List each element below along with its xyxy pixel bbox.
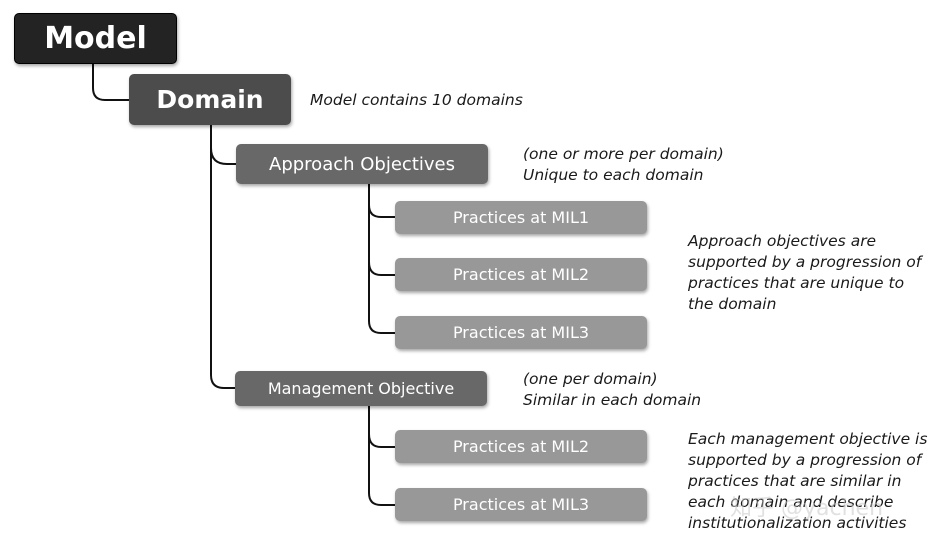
management-support-note: Each management objective is supported b… (688, 429, 927, 534)
note-line: Each management objective is (688, 430, 928, 448)
management-note: (one per domain) Similar in each domain (523, 369, 701, 411)
practice-label: Practices at MIL3 (452, 495, 590, 514)
management-practice-mil3-box: Practices at MIL3 (395, 488, 647, 521)
note-line: practices that are similar in (688, 472, 902, 490)
note-line: (one or more per domain) (523, 145, 724, 163)
approach-practice-mil1-box: Practices at MIL1 (395, 201, 647, 234)
management-objective-box: Management Objective (235, 371, 487, 406)
management-objective-label: Management Objective (267, 379, 455, 398)
watermark: 知乎 @yachen (730, 496, 884, 521)
connector-approach-mil1 (368, 204, 395, 218)
domain-label: Domain (156, 85, 264, 114)
note-line: supported by a progression of (688, 451, 922, 469)
domain-box: Domain (129, 74, 291, 125)
note-line: the domain (688, 295, 777, 313)
connector-management-mil2 (368, 433, 395, 448)
note-line: each domain and describe (688, 493, 894, 511)
practice-label: Practices at MIL2 (452, 265, 590, 284)
note-line: institutionalization activities (688, 514, 907, 532)
approach-objectives-label: Approach Objectives (269, 153, 455, 175)
note-line: Approach objectives are (688, 232, 877, 250)
note-line: practices that are unique to (688, 274, 905, 292)
approach-note: (one or more per domain) Unique to each … (523, 144, 724, 186)
practice-label: Practices at MIL3 (452, 323, 590, 342)
approach-support-note: Approach objectives are supported by a p… (688, 231, 921, 315)
connector-model-domain (92, 64, 129, 101)
practice-label: Practices at MIL2 (452, 437, 590, 456)
domain-note: Model contains 10 domains (310, 90, 523, 111)
model-box: Model (14, 13, 177, 64)
note-line: Similar in each domain (523, 391, 702, 409)
approach-practice-mil2-box: Practices at MIL2 (395, 258, 647, 291)
management-practice-mil2-box: Practices at MIL2 (395, 430, 647, 463)
note-line: supported by a progression of (688, 253, 922, 271)
approach-practice-mil3-box: Practices at MIL3 (395, 316, 647, 349)
connector-domain-approach (210, 147, 236, 165)
approach-objectives-box: Approach Objectives (236, 144, 488, 184)
connector-domain-trunk (210, 125, 235, 389)
connector-management-trunk (368, 406, 395, 506)
model-label: Model (44, 21, 147, 56)
connector-approach-mil2 (368, 261, 395, 276)
note-line: (one per domain) (523, 370, 658, 388)
note-line: Unique to each domain (523, 166, 704, 184)
practice-label: Practices at MIL1 (452, 208, 590, 227)
connector-approach-trunk (368, 184, 395, 334)
note-line: Model contains 10 domains (310, 91, 523, 109)
